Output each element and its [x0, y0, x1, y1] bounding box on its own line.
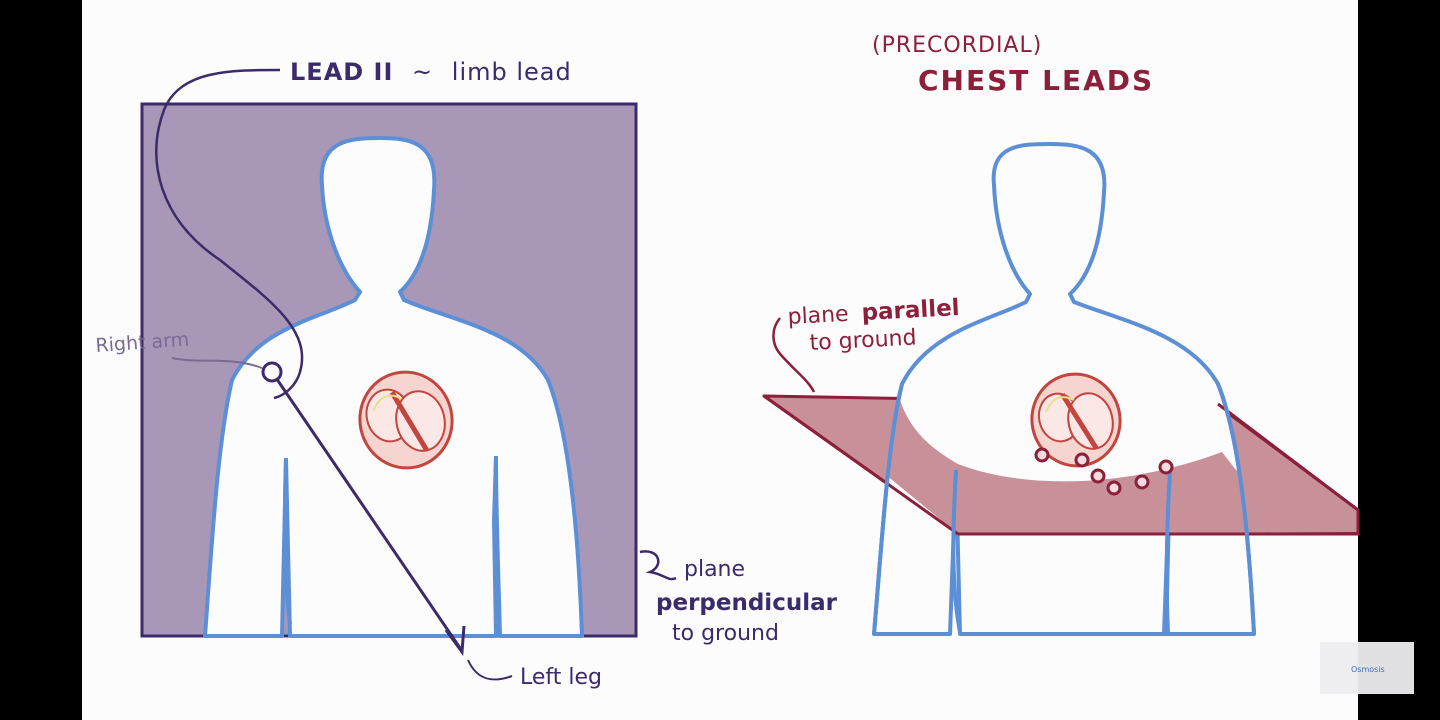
electrode-v6 — [1158, 459, 1174, 475]
precordial-electrodes — [1034, 447, 1174, 496]
left-leg-leader-line — [467, 659, 513, 681]
left-leg-label: Left leg — [520, 665, 602, 690]
right-panel: (PRECORDIAL) CHEST LEADS plane parallel … — [762, 33, 1360, 636]
horizontal-plane-front — [880, 400, 1358, 534]
chest-leads-title: CHEST LEADS — [918, 64, 1154, 97]
horizontal-plane-edge-front — [958, 402, 1360, 536]
right-inner-arm-line — [492, 455, 500, 625]
electrode-v5 — [1134, 474, 1150, 490]
osmosis-logo: Osmosis — [1351, 665, 1385, 674]
perpendicular-plane-line1: plane — [684, 557, 745, 582]
electrode-v3 — [1090, 468, 1106, 484]
perpendicular-plane-line3: to ground — [672, 621, 779, 646]
left-panel: LEAD II ~ limb lead Right arm Left leg p… — [95, 58, 838, 690]
electrode-v2 — [1074, 452, 1090, 468]
lead-ii-arrow — [270, 371, 462, 649]
lead-ii-arrowhead — [444, 625, 466, 657]
precordial-subtitle: (PRECORDIAL) — [872, 33, 1042, 58]
lead-ii-leader-line — [155, 68, 304, 400]
heart-icon — [358, 370, 454, 470]
chest-left-outer-arm — [872, 383, 904, 635]
perpendicular-plane-line2: perpendicular — [656, 590, 838, 616]
parallel-plane-line2: to ground — [809, 325, 917, 356]
parallel-plane-leader — [772, 317, 816, 393]
chest-right-outer-arm — [1216, 383, 1256, 635]
heart-icon-chest — [1030, 372, 1122, 468]
right-arm-leader-line — [171, 357, 263, 369]
osmosis-watermark: Osmosis — [1320, 642, 1414, 694]
electrode-v1 — [1034, 447, 1050, 463]
electrode-v4 — [1106, 480, 1122, 496]
lead-ii-title: LEAD II ~ limb lead — [290, 58, 572, 86]
perpendicular-plane-leader — [639, 550, 677, 581]
right-arm-electrode — [261, 361, 283, 383]
horizontal-plane-edge-left — [763, 394, 959, 536]
chest-left-inner-arm — [951, 469, 962, 633]
chest-right-inner-arm — [1164, 469, 1172, 633]
left-inner-arm-line — [282, 457, 292, 625]
parallel-plane-line1: plane parallel — [787, 295, 960, 330]
